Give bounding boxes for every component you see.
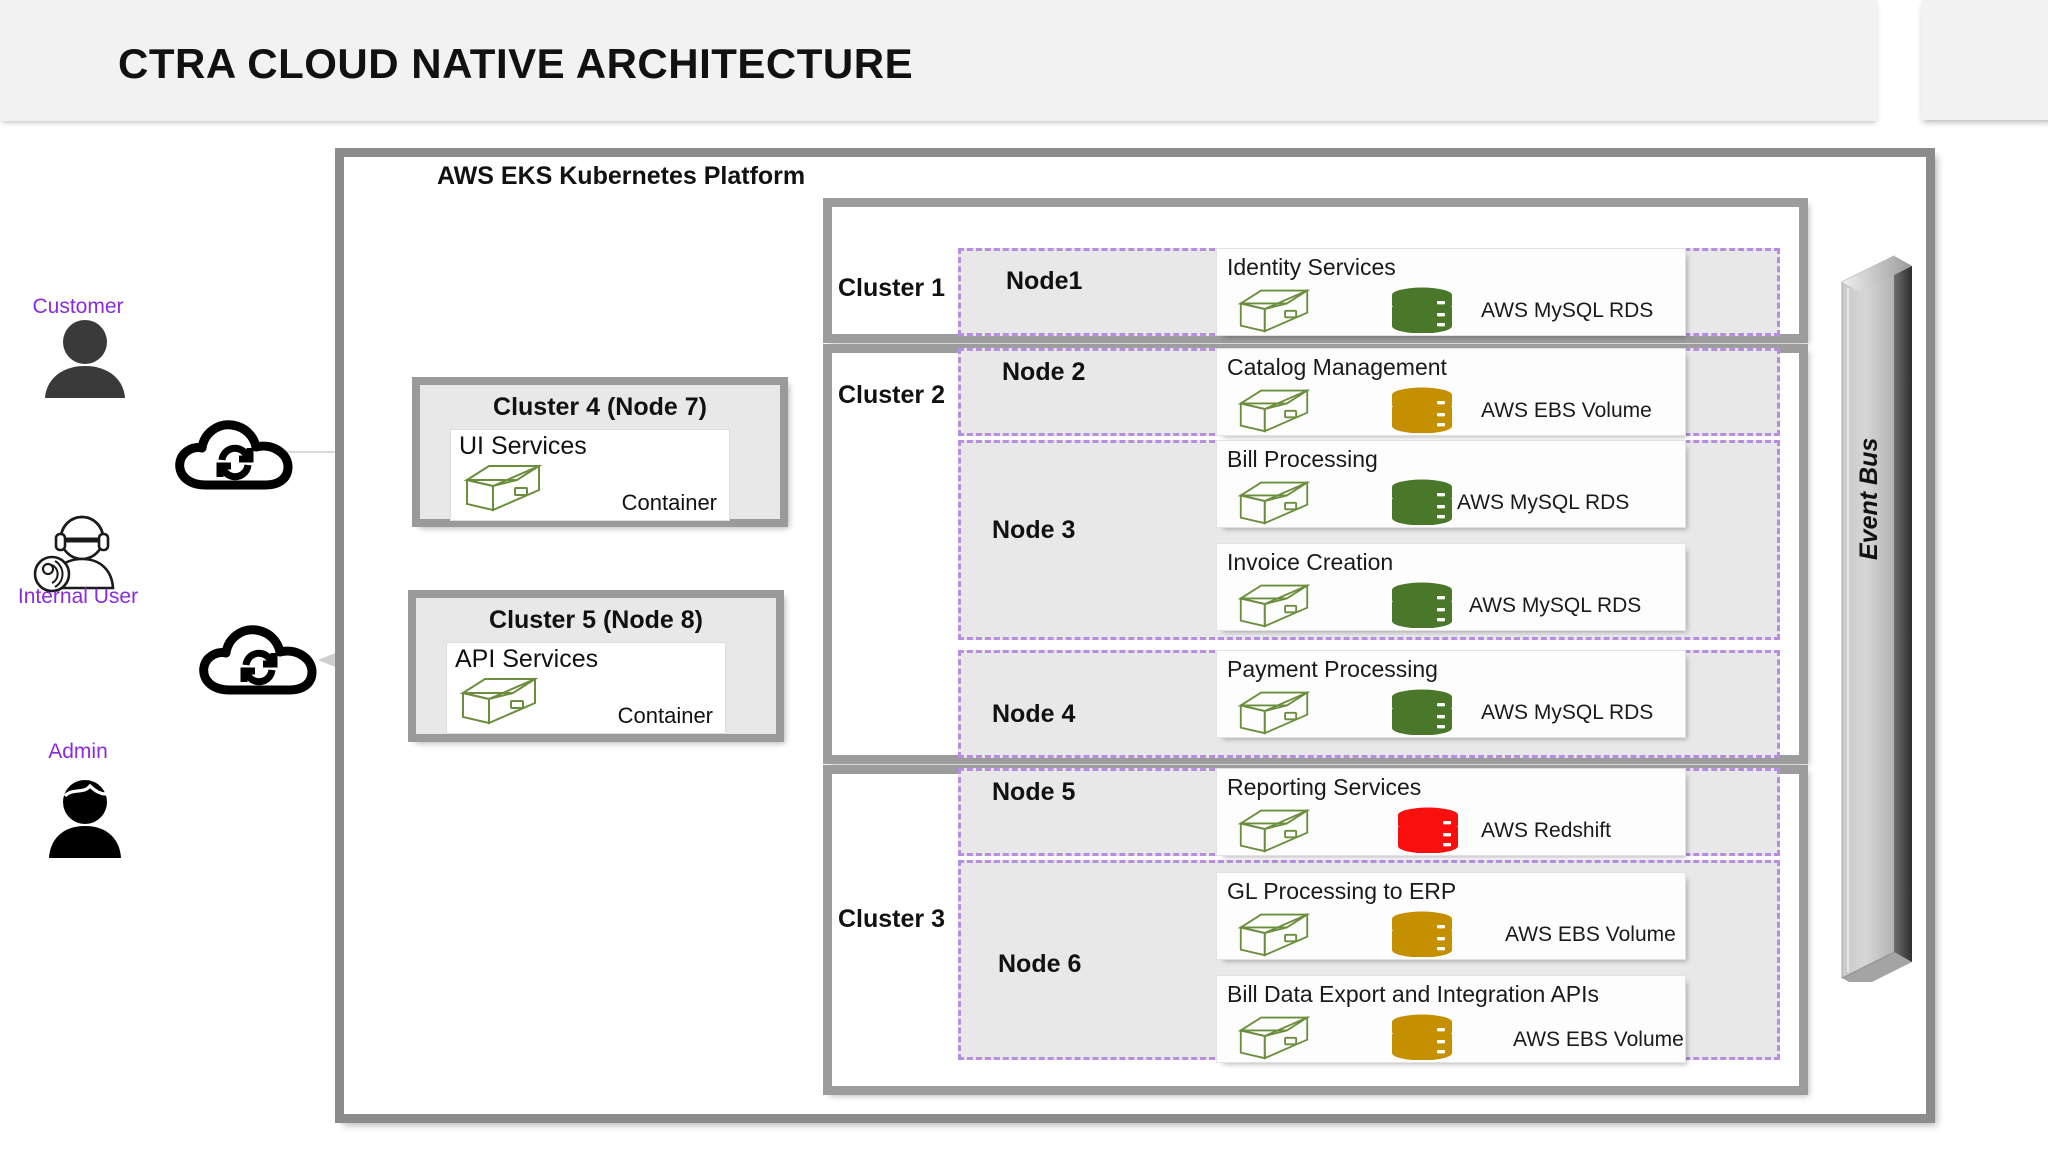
service-title: Invoice Creation	[1227, 549, 1394, 575]
api-services-title: API Services	[455, 645, 599, 673]
service-db-label: AWS MySQL RDS	[1481, 701, 1654, 724]
service-title: GL Processing to ERP	[1227, 878, 1457, 904]
service-db-label: AWS EBS Volume	[1513, 1028, 1684, 1051]
service-title: Payment Processing	[1227, 656, 1438, 682]
service-card-gl-processing-to-erp[interactable]: GL Processing to ERP	[1216, 872, 1686, 960]
cluster-5-title: Cluster 5 (Node 8)	[489, 606, 703, 634]
cluster-1-label: Cluster 1	[838, 274, 945, 302]
service-card-reporting-services[interactable]: Reporting Services	[1216, 768, 1686, 856]
database-cylinder-icon	[1389, 479, 1455, 530]
database-cylinder-icon	[1389, 911, 1455, 962]
container-box-icon	[459, 673, 539, 730]
node-5-label: Node 5	[992, 778, 1076, 806]
user-icon	[40, 318, 130, 403]
container-box-icon	[1231, 385, 1317, 438]
service-card-payment-processing[interactable]: Payment Processing	[1216, 650, 1686, 738]
cluster-4-title: Cluster 4 (Node 7)	[493, 393, 707, 421]
node-2-label: Node 2	[1002, 358, 1086, 386]
service-card-bill-data-export[interactable]: Bill Data Export and Integration APIs	[1216, 975, 1686, 1063]
title-side-panel	[1921, 0, 2048, 120]
database-cylinder-icon	[1389, 287, 1455, 338]
api-services-card[interactable]: API Services Container	[446, 642, 726, 734]
container-box-icon	[463, 460, 543, 517]
event-bus-shape[interactable]	[1838, 252, 1928, 988]
container-box-icon	[1231, 687, 1317, 740]
service-db-label: AWS EBS Volume	[1505, 923, 1676, 946]
event-bus-label: Event Bus	[1855, 437, 1883, 560]
database-cylinder-icon	[1389, 387, 1455, 438]
node-3-label: Node 3	[992, 516, 1076, 544]
container-box-icon	[1231, 285, 1317, 338]
cluster-3-label: Cluster 3	[838, 905, 945, 933]
page-title: CTRA CLOUD NATIVE ARCHITECTURE	[118, 40, 914, 87]
container-box-icon	[1231, 805, 1317, 858]
node-1-label: Node1	[1006, 267, 1083, 295]
service-card-catalog-management[interactable]: Catalog Management	[1216, 348, 1686, 436]
service-title: Bill Processing	[1227, 446, 1378, 472]
actor-label-customer: Customer	[32, 295, 124, 318]
service-title: Catalog Management	[1227, 354, 1447, 380]
cluster-4-box[interactable]: Cluster 4 (Node 7) UI Services Container	[412, 377, 788, 527]
api-services-container-label: Container	[617, 703, 713, 728]
service-db-label: AWS MySQL RDS	[1457, 491, 1630, 514]
cluster-5-box[interactable]: Cluster 5 (Node 8) API Services Containe…	[408, 590, 784, 742]
actor-label-internal-user: Internal User	[17, 585, 139, 608]
cloud-sync-icon-bottom	[196, 620, 322, 703]
node-4-label: Node 4	[992, 700, 1076, 728]
service-card-bill-processing[interactable]: Bill Processing	[1216, 440, 1686, 528]
database-cylinder-icon	[1389, 689, 1455, 740]
node-6-label: Node 6	[998, 950, 1082, 978]
service-card-invoice-creation[interactable]: Invoice Creation	[1216, 543, 1686, 631]
actor-label-admin: Admin	[48, 740, 108, 763]
service-db-label: AWS EBS Volume	[1481, 399, 1652, 422]
service-db-label: AWS MySQL RDS	[1469, 594, 1642, 617]
service-db-label: AWS Redshift	[1481, 819, 1611, 842]
ui-services-container-label: Container	[621, 490, 717, 515]
container-box-icon	[1231, 909, 1317, 962]
title-bar: CTRA CLOUD NATIVE ARCHITECTURE	[0, 0, 1878, 121]
cloud-sync-icon-top	[172, 415, 298, 498]
admin-user-icon	[40, 778, 130, 863]
service-title: Reporting Services	[1227, 774, 1422, 800]
database-cylinder-icon	[1389, 582, 1455, 633]
ui-services-title: UI Services	[459, 432, 587, 460]
service-db-label: AWS MySQL RDS	[1481, 299, 1654, 322]
service-card-identity-services[interactable]: Identity Services	[1216, 248, 1686, 336]
service-title: Identity Services	[1227, 254, 1396, 280]
container-box-icon	[1231, 477, 1317, 530]
ui-services-card[interactable]: UI Services Container	[450, 429, 730, 521]
container-box-icon	[1231, 580, 1317, 633]
database-cylinder-icon	[1395, 807, 1461, 858]
container-box-icon	[1231, 1012, 1317, 1065]
database-cylinder-icon	[1389, 1014, 1455, 1065]
headset-user-icon	[30, 510, 130, 605]
service-title: Bill Data Export and Integration APIs	[1227, 981, 1600, 1007]
cluster-2-label: Cluster 2	[838, 381, 945, 409]
platform-title: AWS EKS Kubernetes Platform	[437, 162, 806, 190]
